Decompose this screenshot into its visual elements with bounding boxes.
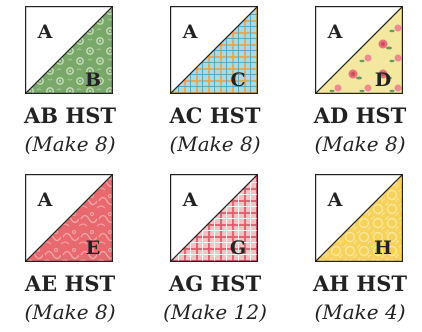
hst-block-ae: A E AE HST (Make 8) [5, 168, 125, 328]
fabric-a-label: A [182, 189, 198, 211]
hst-square-graphic: A H [315, 174, 403, 262]
block-quantity: (Make 8) [314, 132, 406, 156]
hst-square-graphic: A E [25, 174, 113, 262]
fabric-a-label: A [37, 189, 53, 211]
fabric-b-label: B [85, 69, 101, 91]
hst-block-ab: A B AB HST (Make 8) [5, 0, 125, 160]
block-title: AB HST [24, 103, 116, 128]
hst-square-ah: A H [315, 174, 403, 262]
fabric-a-label: A [327, 189, 343, 211]
hst-square-graphic: A D [315, 6, 403, 94]
fabric-e-label: E [86, 237, 100, 259]
fabric-h-label: H [374, 237, 392, 259]
hst-square-ac: A C [170, 6, 258, 94]
fabric-c-label: C [230, 69, 245, 91]
hst-square-graphic: A C [170, 6, 258, 94]
block-quantity: (Make 12) [163, 300, 267, 324]
hst-square-graphic: A G [170, 174, 258, 262]
block-title: AH HST [312, 271, 408, 296]
block-title: AE HST [24, 271, 116, 296]
hst-square-ae: A E [25, 174, 113, 262]
hst-block-ad: A D AD HST (Make 8) [295, 0, 415, 160]
fabric-d-label: D [375, 69, 391, 91]
hst-square-ag: A G [170, 174, 258, 262]
block-quantity: (Make 8) [24, 300, 116, 324]
block-quantity: (Make 8) [169, 132, 261, 156]
block-title: AG HST [168, 271, 262, 296]
fabric-a-label: A [327, 21, 343, 43]
block-title: AD HST [313, 103, 407, 128]
hst-square-ad: A D [315, 6, 403, 94]
block-title: AC HST [169, 103, 261, 128]
hst-block-ag: A G AG HST (Make 12) [150, 168, 270, 328]
fabric-a-label: A [182, 21, 198, 43]
hst-square-ab: A B [25, 6, 113, 94]
block-quantity: (Make 4) [314, 300, 406, 324]
hst-block-ah: A H AH HST (Make 4) [295, 168, 415, 328]
hst-square-graphic: A B [25, 6, 113, 94]
block-quantity: (Make 8) [24, 132, 116, 156]
fabric-g-label: G [230, 237, 246, 259]
hst-block-ac: A C AC HST (Make 8) [150, 0, 270, 160]
fabric-a-label: A [37, 21, 53, 43]
